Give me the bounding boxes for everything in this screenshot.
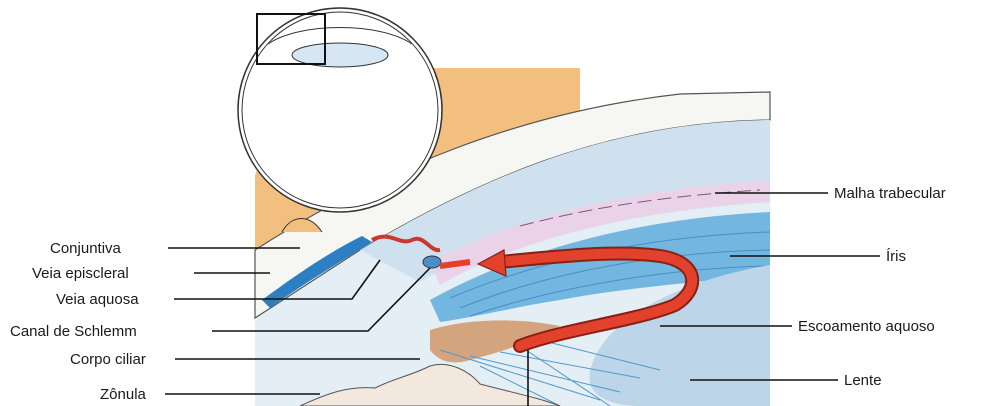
outflow-to-canal <box>440 262 470 266</box>
schlemm-canal <box>423 256 441 268</box>
label-lente: Lente <box>844 372 882 389</box>
label-malha-trabecular: Malha trabecular <box>834 185 946 202</box>
label-canal-schlemm: Canal de Schlemm <box>10 323 137 340</box>
label-corpo-ciliar: Corpo ciliar <box>70 351 146 368</box>
label-zonula: Zônula <box>100 386 147 403</box>
label-escoamento-aquoso: Escoamento aquoso <box>798 318 935 335</box>
label-iris: Íris <box>886 248 906 265</box>
label-veia-episcleral: Veia episcleral <box>32 265 129 282</box>
label-conjuntiva: Conjuntiva <box>50 240 122 257</box>
label-veia-aquosa: Veia aquosa <box>56 291 139 308</box>
